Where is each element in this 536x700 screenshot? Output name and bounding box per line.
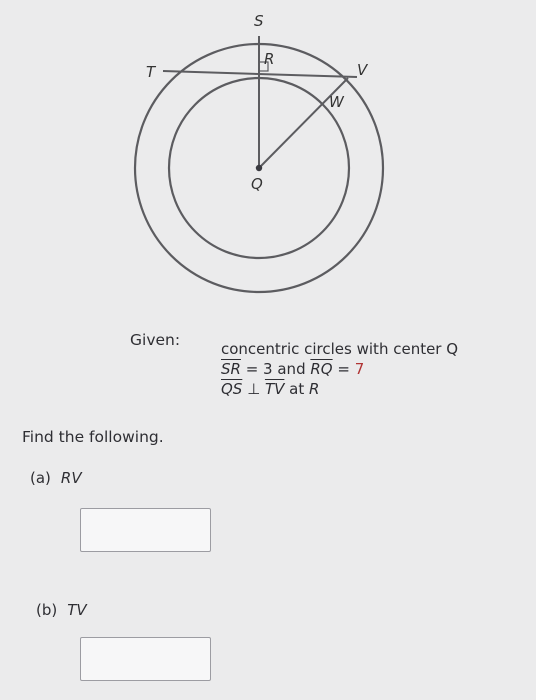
point-r: R bbox=[308, 380, 320, 398]
concentric-circles-figure: S R T V W Q bbox=[133, 12, 385, 294]
given-statements: concentric circles with center Q SR = 3 … bbox=[221, 339, 458, 399]
label-v: V bbox=[357, 61, 369, 79]
equals-text: = bbox=[332, 360, 355, 378]
segment-qs: QS bbox=[221, 380, 243, 398]
find-heading: Find the following. bbox=[22, 428, 164, 446]
perpendicular-symbol: ⊥ bbox=[242, 380, 265, 398]
label-q: Q bbox=[251, 175, 263, 193]
given-line-1: concentric circles with center Q bbox=[221, 340, 459, 358]
label-t: T bbox=[146, 63, 157, 81]
label-r: R bbox=[264, 50, 274, 68]
at-text: at bbox=[284, 380, 309, 398]
center-point-q bbox=[255, 164, 263, 172]
segment-qv bbox=[258, 77, 349, 169]
rq-value: 7 bbox=[354, 360, 365, 378]
segment-sr: SR bbox=[221, 360, 241, 378]
part-a-index: (a) bbox=[30, 469, 51, 487]
label-s: S bbox=[254, 12, 264, 30]
part-b-label: (b) TV bbox=[36, 601, 87, 619]
label-w: W bbox=[329, 93, 345, 111]
part-b-segment: TV bbox=[67, 601, 87, 619]
given-label: Given: bbox=[130, 331, 181, 349]
answer-input-rv[interactable] bbox=[80, 508, 211, 552]
answer-input-tv[interactable] bbox=[80, 637, 211, 681]
equals-and-text: = 3 and bbox=[240, 360, 311, 378]
part-b-index: (b) bbox=[36, 601, 58, 619]
given-line-2: SR = 3 and RQ = 7 bbox=[221, 359, 458, 379]
part-a-label: (a) RV bbox=[30, 469, 82, 487]
right-angle-marker bbox=[258, 61, 269, 72]
segment-rq: RQ bbox=[310, 360, 333, 378]
given-line-3: QS ⊥ TV at R bbox=[221, 379, 458, 399]
segment-tv: TV bbox=[264, 380, 285, 398]
part-a-segment: RV bbox=[60, 469, 82, 487]
